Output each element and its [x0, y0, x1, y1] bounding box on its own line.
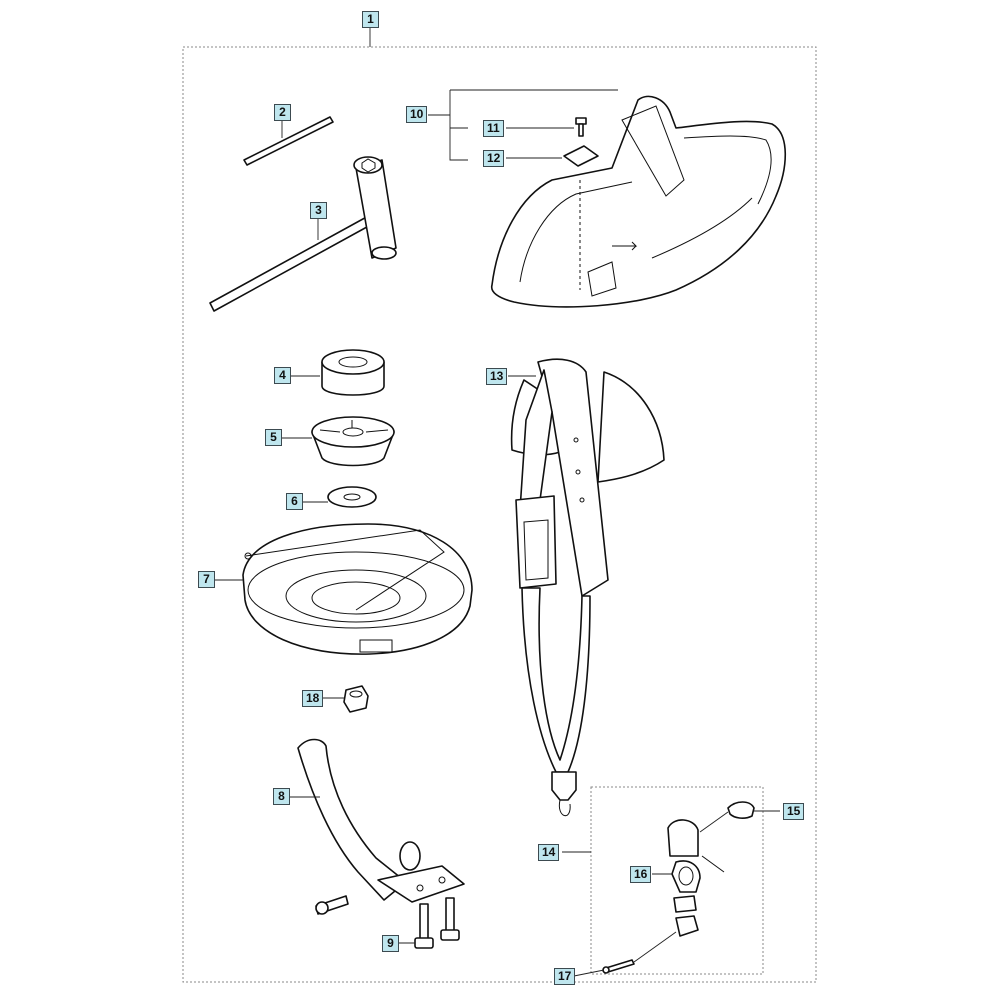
part-10-trimmer-guard [490, 95, 787, 308]
leader-17b [633, 931, 677, 963]
leader-15b [699, 811, 729, 833]
callout-7: 7 [198, 571, 215, 588]
callout-10: 10 [406, 106, 428, 123]
kit-frame [182, 46, 817, 983]
callout-11: 11 [483, 120, 504, 137]
callout-9: 9 [382, 935, 399, 952]
leader-10 [428, 89, 618, 161]
callout-13: 13 [486, 368, 508, 385]
callout-1: 1 [362, 11, 379, 28]
callout-16: 16 [630, 866, 652, 883]
callout-17: 17 [554, 968, 576, 985]
callout-4: 4 [274, 367, 291, 384]
part-15-cap [727, 801, 755, 819]
part-3-socket-wrench [209, 156, 397, 312]
callout-18: 18 [302, 690, 324, 707]
callout-15: 15 [783, 803, 805, 820]
leader-17 [573, 969, 605, 977]
part-2-rod [243, 116, 334, 166]
part-13-harness [510, 358, 665, 816]
part-8-arm-bracket [297, 738, 465, 915]
part-7-blade-guard [242, 523, 473, 655]
part-12-plate [563, 145, 599, 167]
part-9-bolts [414, 897, 460, 949]
part-5-spool [311, 416, 395, 467]
callout-6: 6 [286, 493, 303, 510]
part-11-screw [575, 117, 587, 137]
callout-14: 14 [538, 844, 560, 861]
part-4-trimmer-head [321, 349, 385, 396]
part-18-nut [343, 685, 369, 713]
part-17-pin [602, 959, 635, 974]
callout-2: 2 [274, 104, 291, 121]
subassembly-frame [590, 786, 764, 975]
part-16-clip [667, 819, 725, 937]
callout-5: 5 [265, 429, 282, 446]
callout-3: 3 [310, 202, 327, 219]
callout-12: 12 [483, 150, 505, 167]
part-6-washer [327, 486, 377, 508]
callout-8: 8 [273, 788, 290, 805]
